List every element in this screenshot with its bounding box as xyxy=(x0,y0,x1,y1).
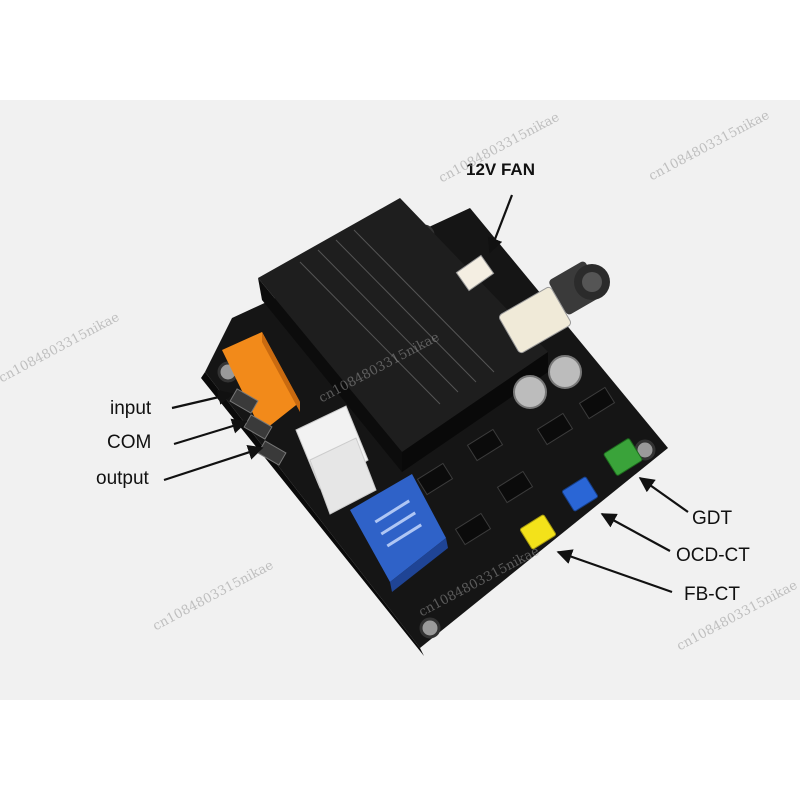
relay-shade xyxy=(390,538,448,592)
fan-connector xyxy=(455,254,495,292)
ocd-connector-part xyxy=(562,476,598,512)
output-arrow xyxy=(163,444,264,482)
fuse-holder-shade xyxy=(262,332,300,412)
fan-label: 12V FAN xyxy=(466,160,535,179)
fan-arrow xyxy=(487,194,514,254)
gdt-connector-part xyxy=(603,438,643,476)
capacitors xyxy=(513,355,582,409)
ocd-ct-label: OCD-CT xyxy=(676,545,750,566)
potentiometer xyxy=(498,261,610,354)
input-label: input xyxy=(110,398,152,419)
transformer-top xyxy=(258,198,548,452)
screw-terminals xyxy=(229,388,287,466)
gdt-arrow xyxy=(638,477,689,513)
ocd-arrow xyxy=(600,513,671,552)
transformer-label xyxy=(299,229,495,405)
mounting-hole xyxy=(419,617,441,639)
transformer-side xyxy=(258,278,402,472)
relay-markings xyxy=(374,499,423,548)
gdt-label: GDT xyxy=(692,508,733,529)
fb-connector-part xyxy=(520,514,556,550)
input-arrow xyxy=(171,389,234,410)
relay xyxy=(350,474,446,582)
fuse-holder xyxy=(222,332,300,432)
white-blocks xyxy=(295,405,377,515)
fb-ct-label: FB-CT xyxy=(684,584,740,605)
transformer-front xyxy=(402,352,548,472)
com-arrow xyxy=(173,418,248,446)
fb-arrow xyxy=(556,549,673,594)
output-label: output xyxy=(96,468,149,489)
ic-chips xyxy=(416,386,616,546)
com-label: COM xyxy=(107,432,152,453)
pcb-board-edge xyxy=(201,372,424,656)
